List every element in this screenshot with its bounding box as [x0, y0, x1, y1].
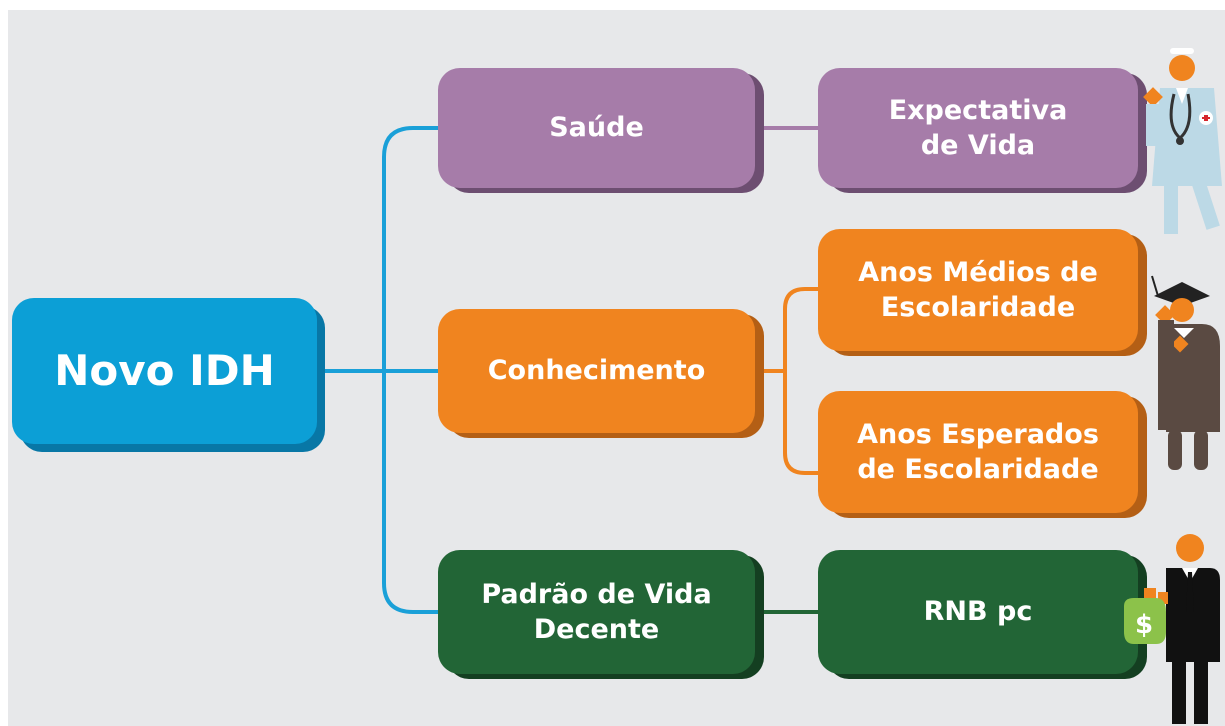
- doctor-icon: [1143, 48, 1222, 234]
- dimension-conhecimento: Conhecimento: [438, 309, 755, 433]
- dimension-saude-label: Saúde: [549, 112, 644, 144]
- indicator-esperados-line1: Anos Esperados: [857, 418, 1099, 450]
- indicator-medios-line1: Anos Médios de: [858, 256, 1098, 288]
- root-label: Novo IDH: [54, 345, 275, 395]
- dimension-padrao-text: Padrão de Vida Decente: [481, 577, 711, 647]
- money-symbol: $: [1135, 610, 1153, 640]
- graduate-icon: [1151, 275, 1220, 470]
- dimension-padrao-line1: Padrão de Vida: [481, 578, 712, 610]
- root-node-novo-idh: Novo IDH: [12, 298, 317, 444]
- dimension-saude: Saúde: [438, 68, 755, 188]
- indicator-medios-text: Anos Médios de Escolaridade: [858, 255, 1098, 325]
- diagram-panel: Novo IDH Saúde Conhecimento Padrão de Vi…: [8, 10, 1225, 726]
- dimension-padrao-line2: Decente: [533, 614, 660, 645]
- indicator-expectativa-line2: de Vida: [920, 130, 1036, 161]
- indicator-rnb-pc: RNB pc: [818, 550, 1138, 674]
- indicator-expectativa-de-vida: Expectativa de Vida: [818, 68, 1138, 188]
- indicator-esperados-text: Anos Esperados de Escolaridade: [857, 417, 1099, 487]
- indicator-expectativa-line1: Expectativa: [888, 94, 1068, 126]
- indicator-medios-line2: Escolaridade: [880, 292, 1076, 323]
- indicator-expectativa-text: Expectativa de Vida: [889, 93, 1068, 163]
- indicator-esperados-line2: de Escolaridade: [857, 454, 1099, 485]
- dimension-conhecimento-label: Conhecimento: [487, 355, 706, 387]
- indicator-rnb-label: RNB pc: [923, 596, 1033, 628]
- connector-lines: [317, 126, 818, 614]
- dimension-padrao-de-vida: Padrão de Vida Decente: [438, 550, 755, 674]
- indicator-anos-esperados: Anos Esperados de Escolaridade: [818, 391, 1138, 513]
- indicator-anos-medios: Anos Médios de Escolaridade: [818, 229, 1138, 351]
- businessman-icon: $: [1124, 534, 1220, 724]
